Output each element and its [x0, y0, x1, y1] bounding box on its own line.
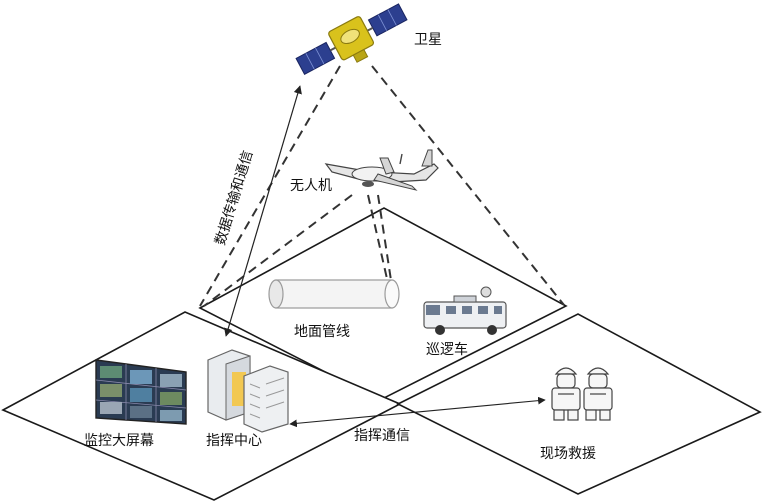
- patrol-van-icon: [423, 286, 507, 335]
- video-wall-label: 监控大屏幕: [84, 433, 154, 449]
- video-wall-icon: [95, 359, 187, 425]
- uav-to-pipe: [367, 194, 391, 293]
- rescue-worker-icon: [551, 367, 613, 421]
- sat-coverage-right: [371, 65, 565, 306]
- rescue-label: 现场救援: [540, 446, 596, 462]
- patrol-car-label: 巡逻车: [426, 341, 468, 358]
- data-link-arrow: [224, 85, 302, 337]
- satellite-icon: [295, 3, 408, 75]
- command-comm-arrow: [289, 396, 546, 428]
- satellite-label: 卫星: [414, 32, 442, 48]
- pipe-icon: [268, 279, 400, 309]
- command-building-icon: [207, 349, 289, 433]
- uav-icon: [324, 149, 439, 191]
- command-comm-label: 指挥通信: [354, 428, 410, 444]
- uav-label: 无人机: [290, 178, 332, 194]
- data-link-label: 数据传输和通信: [213, 149, 257, 247]
- ground-panels: [1, 207, 762, 501]
- pipeline-label: 地面管线: [294, 324, 350, 340]
- command-center-label: 指挥中心: [206, 433, 262, 449]
- uav-coverage-right: [377, 194, 395, 301]
